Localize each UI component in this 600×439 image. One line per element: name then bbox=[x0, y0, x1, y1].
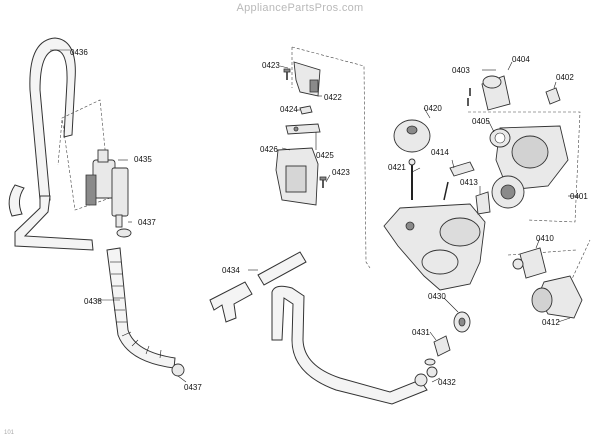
dashed-outline-middle bbox=[291, 46, 371, 269]
label-0432[interactable]: 0432 bbox=[438, 378, 456, 387]
seal-0405[interactable] bbox=[489, 128, 511, 148]
part-0425[interactable] bbox=[285, 123, 321, 135]
hose-0404[interactable] bbox=[481, 75, 511, 111]
rod-0421[interactable] bbox=[408, 158, 416, 200]
label-0425[interactable]: 0425 bbox=[316, 151, 334, 160]
label-0410[interactable]: 0410 bbox=[536, 234, 554, 243]
clip-0402[interactable] bbox=[545, 87, 561, 105]
label-0413[interactable]: 0413 bbox=[460, 178, 478, 187]
label-0423-bottom[interactable]: 0423 bbox=[332, 168, 350, 177]
watermark: AppliancePartsPros.com bbox=[236, 2, 364, 14]
label-0430[interactable]: 0430 bbox=[428, 292, 446, 301]
label-0401[interactable]: 0401 bbox=[570, 192, 588, 201]
clip-0424[interactable] bbox=[299, 105, 313, 115]
label-0412[interactable]: 0412 bbox=[542, 318, 560, 327]
label-0423-top[interactable]: 0423 bbox=[262, 61, 280, 70]
leader-lines bbox=[50, 49, 580, 383]
hose-0438[interactable] bbox=[106, 247, 176, 369]
drain-valve-0435[interactable] bbox=[85, 149, 129, 228]
label-0424[interactable]: 0424 bbox=[280, 105, 298, 114]
label-0426[interactable]: 0426 bbox=[260, 145, 278, 154]
circ-pump-0401[interactable] bbox=[491, 125, 569, 209]
label-0420[interactable]: 0420 bbox=[424, 104, 442, 113]
bracket-0426[interactable] bbox=[275, 147, 319, 206]
drain-hose-0436[interactable] bbox=[8, 37, 94, 251]
screw-0423-bottom[interactable] bbox=[319, 176, 327, 188]
cover-0420[interactable] bbox=[393, 119, 431, 153]
label-0435[interactable]: 0435 bbox=[134, 155, 152, 164]
label-0434[interactable]: 0434 bbox=[222, 266, 240, 275]
label-0402[interactable]: 0402 bbox=[556, 73, 574, 82]
check-valve-0410[interactable] bbox=[512, 247, 547, 279]
drain-pump-0412[interactable] bbox=[531, 275, 583, 319]
screw-0423-top[interactable] bbox=[283, 68, 291, 80]
label-0421[interactable]: 0421 bbox=[388, 163, 406, 172]
seal-0431[interactable] bbox=[424, 335, 451, 366]
hose-clamp-0437-top[interactable] bbox=[116, 228, 132, 238]
part-0413[interactable] bbox=[443, 181, 491, 215]
label-0438[interactable]: 0438 bbox=[84, 297, 102, 306]
hose-0434[interactable] bbox=[209, 251, 307, 323]
part-labels: 0436 0435 0437 0438 0437 0423 0422 0424 … bbox=[4, 48, 588, 436]
label-0437-top[interactable]: 0437 bbox=[138, 218, 156, 227]
label-0404[interactable]: 0404 bbox=[512, 55, 530, 64]
label-0431[interactable]: 0431 bbox=[412, 328, 430, 337]
label-0436[interactable]: 0436 bbox=[70, 48, 88, 57]
sump-housing[interactable] bbox=[383, 203, 486, 291]
spring-0414[interactable] bbox=[449, 161, 475, 177]
label-0403[interactable]: 0403 bbox=[452, 66, 470, 75]
label-0422[interactable]: 0422 bbox=[324, 93, 342, 102]
footer-mark: 101 bbox=[4, 430, 15, 436]
impeller-0430[interactable] bbox=[453, 311, 471, 333]
hose-0432[interactable] bbox=[271, 285, 438, 405]
bracket-0422[interactable] bbox=[293, 61, 321, 97]
label-0414[interactable]: 0414 bbox=[431, 148, 449, 157]
hose-clamp-0437-bottom[interactable] bbox=[171, 363, 185, 377]
label-0437-bottom[interactable]: 0437 bbox=[184, 383, 202, 392]
label-0405[interactable]: 0405 bbox=[472, 117, 490, 126]
screw-0403[interactable] bbox=[467, 88, 471, 106]
